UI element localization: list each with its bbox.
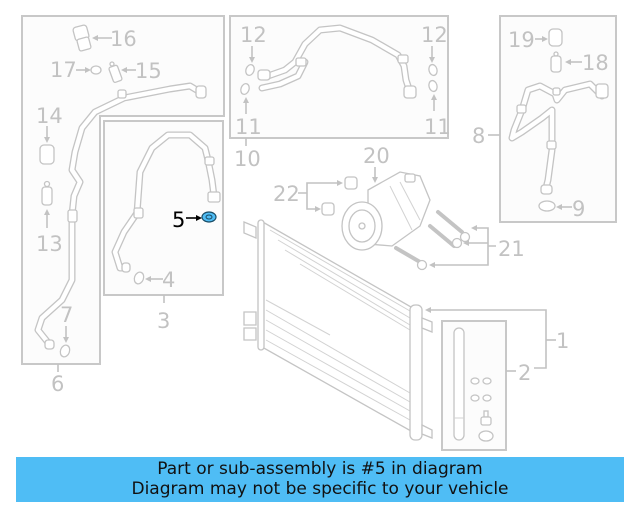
callout-12-left: 12 <box>240 23 267 47</box>
suction-hose-8 <box>508 80 609 195</box>
condenser-1-icon <box>243 219 433 441</box>
pressure-line-6 <box>34 82 207 350</box>
banner-line-disclaimer: Diagram may not be specific to your vehi… <box>131 479 509 499</box>
callout-9: 9 <box>572 197 585 221</box>
o-ring-9-icon <box>538 200 556 212</box>
group-box-2 <box>441 320 507 451</box>
o-ring-12-right-icon <box>428 63 438 77</box>
bolts-21-icon <box>394 210 471 271</box>
o-ring-11-right-icon <box>428 79 438 93</box>
valve-core-18-icon <box>550 51 562 73</box>
refrigerant-line-10 <box>257 24 417 99</box>
valve-core-15-icon <box>108 61 123 83</box>
receiver-drier-2-icon <box>453 327 494 442</box>
compressor-20-icon <box>341 171 431 251</box>
callout-6: 6 <box>51 372 64 396</box>
callout-1: 1 <box>556 329 569 353</box>
bushing-22a-icon <box>344 176 358 190</box>
callout-16: 16 <box>110 27 137 51</box>
o-ring-11-left-icon <box>240 83 250 95</box>
callout-11-right: 11 <box>424 115 451 139</box>
bushing-22b-icon <box>321 202 335 216</box>
callout-20: 20 <box>363 144 390 168</box>
callout-17: 17 <box>50 58 77 82</box>
callout-19: 19 <box>508 28 535 52</box>
info-banner: Part or sub-assembly is #5 in diagram Di… <box>16 457 624 502</box>
o-ring-7-icon <box>59 344 71 358</box>
callout-8: 8 <box>472 124 485 148</box>
callout-3: 3 <box>157 309 170 333</box>
callout-4: 4 <box>162 268 175 292</box>
callout-7: 7 <box>60 303 73 327</box>
o-ring-5-highlighted-icon[interactable] <box>201 211 217 223</box>
hose-assembly-3 <box>111 131 221 273</box>
callout-12-right: 12 <box>421 23 448 47</box>
o-ring-4-icon <box>133 271 145 285</box>
cap-14-icon <box>39 144 55 165</box>
o-ring-12-left-icon <box>245 64 255 76</box>
callout-21: 21 <box>498 237 525 261</box>
callout-15: 15 <box>135 59 162 83</box>
callout-11-left: 11 <box>235 115 262 139</box>
callout-22: 22 <box>273 182 300 206</box>
callout-18: 18 <box>582 51 609 75</box>
cap-19-icon <box>548 28 563 47</box>
callout-14: 14 <box>36 104 63 128</box>
o-ring-17-icon <box>90 65 102 75</box>
callout-2: 2 <box>518 361 531 385</box>
banner-line-part-number: Part or sub-assembly is #5 in diagram <box>157 459 483 479</box>
service-valve-13-icon <box>41 180 53 206</box>
callout-5[interactable]: 5 <box>172 208 185 232</box>
callout-10: 10 <box>234 147 261 171</box>
callout-13: 13 <box>36 232 63 256</box>
pressure-sensor-16-icon <box>72 24 92 52</box>
